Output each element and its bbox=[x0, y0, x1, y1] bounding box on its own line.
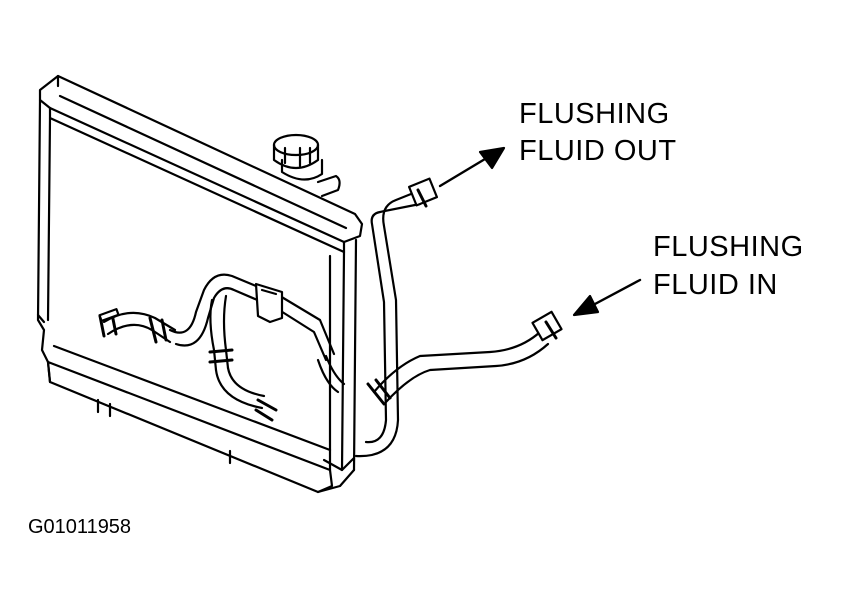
flushing-fluid-in-label-line2: FLUID IN bbox=[653, 269, 778, 301]
flushing-hoses bbox=[354, 177, 563, 458]
flow-out-arrow bbox=[438, 146, 506, 188]
lower-hose-assembly bbox=[98, 273, 346, 422]
radiator-bottom-tank bbox=[46, 360, 334, 494]
radiator bbox=[36, 74, 364, 494]
figure-id: G01011958 bbox=[28, 516, 132, 538]
flushing-fluid-in-label-line1: FLUSHING bbox=[653, 231, 804, 263]
flushing-fluid-out-label-line1: FLUSHING bbox=[519, 98, 670, 130]
flushing-fluid-out-label-line2: FLUID OUT bbox=[519, 135, 677, 167]
flow-in-arrow bbox=[572, 278, 642, 317]
radiator-cap bbox=[272, 133, 324, 181]
radiator-top-tank bbox=[38, 74, 364, 244]
radiator-left-side bbox=[36, 98, 50, 364]
